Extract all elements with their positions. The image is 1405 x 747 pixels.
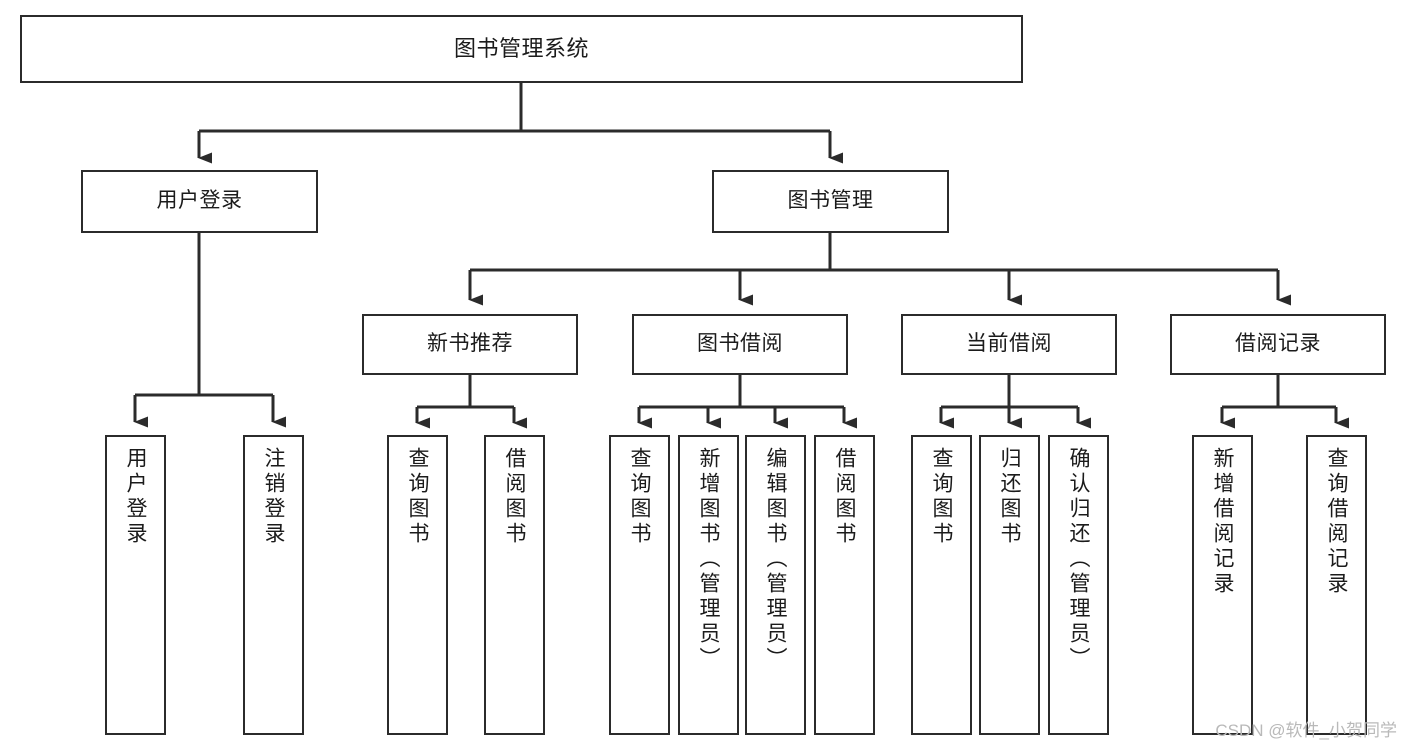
leaf-current-query-book-label: 查询图书: [930, 447, 953, 547]
node-root-label: 图书管理系统: [453, 36, 589, 62]
leaf-record-add[interactable]: 新增借阅记录: [1192, 435, 1253, 735]
leaf-record-query[interactable]: 查询借阅记录: [1306, 435, 1367, 735]
leaf-newbook-borrow-book-label: 借阅图书: [503, 447, 526, 547]
leaf-borrow-query-book-label: 查询图书: [628, 447, 651, 547]
leaf-record-query-label: 查询借阅记录: [1325, 447, 1348, 597]
node-book-manage[interactable]: 图书管理: [712, 170, 949, 233]
node-borrow-record-label: 借阅记录: [1235, 332, 1321, 356]
leaf-newbook-query-book-label: 查询图书: [406, 447, 429, 547]
node-borrow-record[interactable]: 借阅记录: [1170, 314, 1386, 375]
leaf-borrow-lend-book-label: 借阅图书: [833, 447, 856, 547]
node-current-borrow-label: 当前借阅: [966, 332, 1052, 356]
node-book-borrow-label: 图书借阅: [697, 332, 783, 356]
leaf-borrow-add-book-label: 新增图书（管理员）: [697, 447, 720, 672]
leaf-borrow-add-book[interactable]: 新增图书（管理员）: [678, 435, 739, 735]
node-user-login-label: 用户登录: [156, 189, 243, 213]
node-user-login[interactable]: 用户登录: [81, 170, 318, 233]
node-book-manage-label: 图书管理: [787, 189, 874, 213]
leaf-current-return-book[interactable]: 归还图书: [979, 435, 1040, 735]
leaf-user-login-label: 用户登录: [124, 447, 147, 547]
node-current-borrow[interactable]: 当前借阅: [901, 314, 1117, 375]
leaf-record-add-label: 新增借阅记录: [1211, 447, 1234, 597]
leaf-user-login[interactable]: 用户登录: [105, 435, 166, 735]
node-new-book-recommend[interactable]: 新书推荐: [362, 314, 578, 375]
leaf-current-confirm-return[interactable]: 确认归还（管理员）: [1048, 435, 1109, 735]
leaf-current-query-book[interactable]: 查询图书: [911, 435, 972, 735]
leaf-logout-label: 注销登录: [262, 447, 285, 547]
leaf-borrow-edit-book-label: 编辑图书（管理员）: [764, 447, 787, 672]
csdn-watermark: CSDN @软件_小贺同学: [1215, 721, 1397, 740]
leaf-newbook-query-book[interactable]: 查询图书: [387, 435, 448, 735]
node-new-book-recommend-label: 新书推荐: [427, 332, 513, 356]
leaf-borrow-query-book[interactable]: 查询图书: [609, 435, 670, 735]
node-root[interactable]: 图书管理系统: [20, 15, 1023, 83]
leaf-logout[interactable]: 注销登录: [243, 435, 304, 735]
leaf-current-confirm-return-label: 确认归还（管理员）: [1067, 447, 1090, 672]
node-book-borrow[interactable]: 图书借阅: [632, 314, 848, 375]
leaf-borrow-edit-book[interactable]: 编辑图书（管理员）: [745, 435, 806, 735]
leaf-borrow-lend-book[interactable]: 借阅图书: [814, 435, 875, 735]
leaf-newbook-borrow-book[interactable]: 借阅图书: [484, 435, 545, 735]
leaf-current-return-book-label: 归还图书: [998, 447, 1021, 547]
